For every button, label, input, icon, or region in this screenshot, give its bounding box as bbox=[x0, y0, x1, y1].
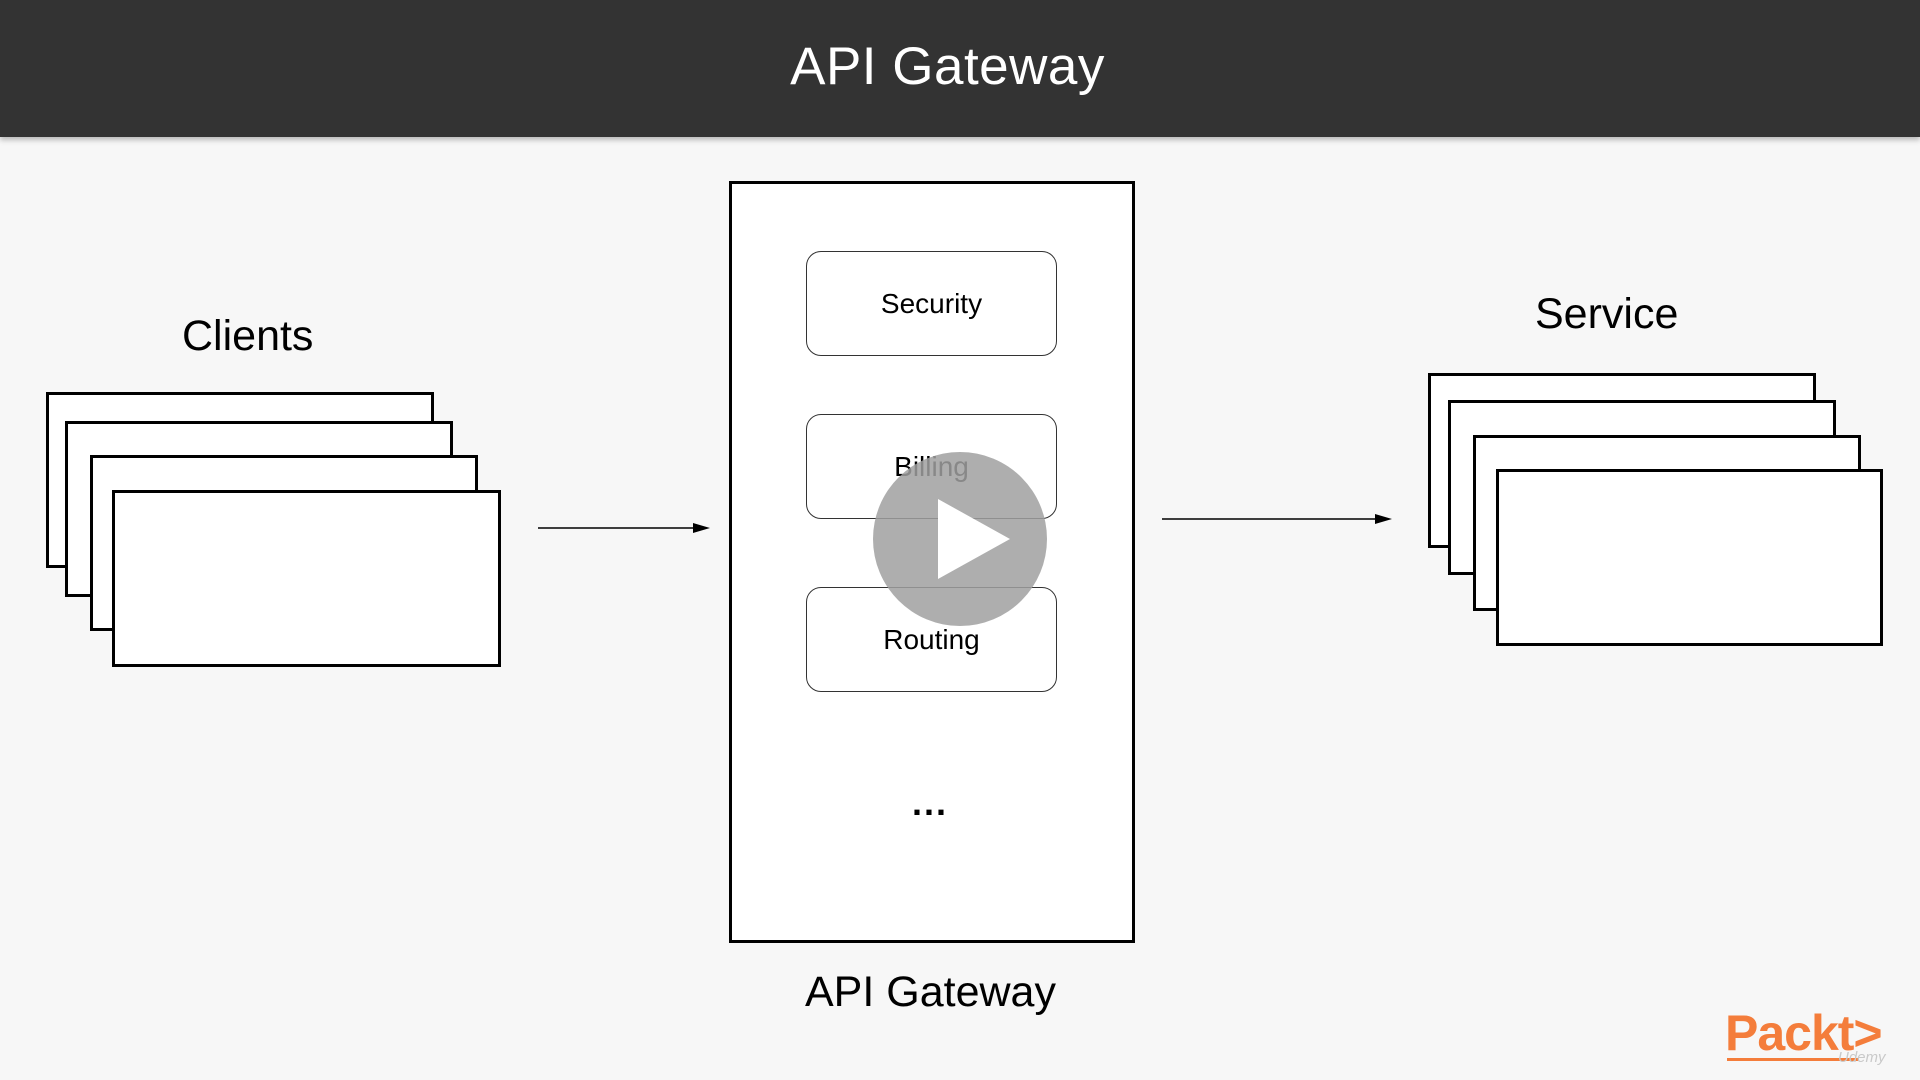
gateway-label: API Gateway bbox=[805, 968, 1056, 1016]
module-security: Security bbox=[806, 251, 1057, 356]
more-modules-ellipsis: ... bbox=[911, 782, 948, 823]
title-bar: API Gateway bbox=[0, 0, 1920, 137]
clients-to-gateway-arrow bbox=[538, 523, 710, 533]
play-button[interactable] bbox=[873, 452, 1047, 626]
clients-label: Clients bbox=[182, 312, 314, 360]
packt-logo: Packt> bbox=[1725, 1005, 1883, 1061]
play-icon bbox=[938, 499, 1010, 579]
logo-underline bbox=[1727, 1058, 1859, 1061]
client-box bbox=[112, 490, 501, 667]
service-box bbox=[1496, 469, 1883, 646]
gateway-to-service-arrow bbox=[1162, 514, 1392, 524]
slide-title: API Gateway bbox=[790, 37, 1105, 96]
udemy-watermark: Udemy bbox=[1838, 1049, 1886, 1066]
service-label: Service bbox=[1535, 290, 1679, 338]
